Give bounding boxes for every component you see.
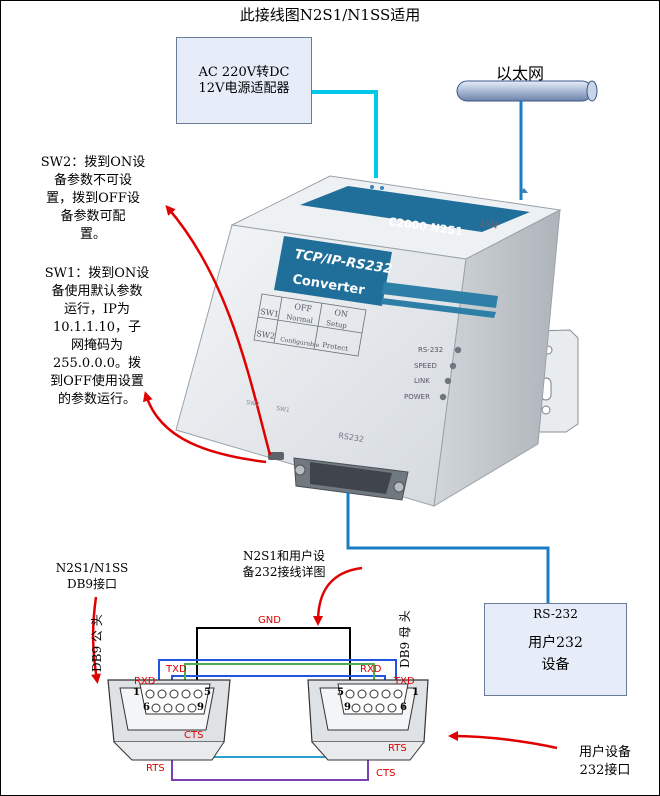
table-row1-on: Setup xyxy=(326,319,348,330)
led-label-speed: SPEED xyxy=(414,362,437,370)
rts-right-label: RTS xyxy=(388,743,407,754)
female-pin-6: 6 xyxy=(400,702,407,713)
db9-arrow xyxy=(91,596,101,684)
female-pin-5: 5 xyxy=(337,687,344,698)
device-net-label: NET xyxy=(479,216,499,228)
sw1-note-line5: 网掩码为 xyxy=(70,338,123,353)
adapter-line1: AC 220V转DC xyxy=(198,65,290,80)
sw1-note-line2: 备使用默认参数 xyxy=(51,284,143,299)
table-row1-name: SW1 xyxy=(260,307,280,319)
db9-male-connector xyxy=(107,679,231,761)
table-row2-on: Protect xyxy=(322,341,349,353)
txd-left-label: TXD xyxy=(166,664,187,675)
user-port-label-line2: 232接口 xyxy=(579,763,631,778)
switch-table xyxy=(253,293,367,357)
sw1-note-line6: 255.0.0.0。拨 xyxy=(52,356,142,371)
led-label-power: POWER xyxy=(404,393,430,401)
power-adapter-box: AC 220V转DC 12V电源适配器 xyxy=(176,37,312,124)
user-box-name-line1: 用户232 xyxy=(528,635,583,651)
ethernet-label: 以太网 xyxy=(496,64,545,83)
rxd-left-label: RXD xyxy=(134,676,156,687)
wiring-label-line2: 备232接线详图 xyxy=(242,565,326,579)
sw2-note: SW2：拨到ON设 备参数不可设 置，拨到OFF设 备参数可配 置。 xyxy=(20,154,166,244)
db9-female-connector xyxy=(307,679,429,761)
ethernet-pipe-icon xyxy=(456,80,598,102)
user-box-name-line2: 设备 xyxy=(541,657,570,673)
sw1-note-line1: SW1：拨到ON设 xyxy=(44,266,150,281)
user-box-name: 用户232 设备 xyxy=(485,632,626,676)
cts-left-label: CTS xyxy=(184,730,204,741)
user-port-label: 用户设备 232接口 xyxy=(560,744,650,780)
txd-right-label: TXD xyxy=(394,676,415,687)
db9-label-line2: DB9接口 xyxy=(66,577,118,591)
gnd-label: GND xyxy=(258,615,281,626)
sw2-arrow xyxy=(165,204,272,456)
male-pin-5: 5 xyxy=(204,687,211,698)
user-port-label-line1: 用户设备 xyxy=(578,745,631,760)
sw1-note-line4: 10.1.1.10，子 xyxy=(52,320,142,335)
male-pin-1: 1 xyxy=(133,687,140,698)
sw1-note: SW1：拨到ON设 备使用默认参数 运行，IP为 10.1.1.10，子 网掩码… xyxy=(24,265,170,409)
sw2-note-line1: SW2：拨到ON设 xyxy=(40,155,146,170)
female-pin-1: 1 xyxy=(412,687,419,698)
sw2-note-line5: 置。 xyxy=(79,227,106,242)
device-sw1-tiny: SW1 xyxy=(276,405,291,414)
diagram-title: 此接线图N2S1/N1SS适用 xyxy=(239,6,421,24)
user-port-arrow xyxy=(448,731,558,750)
sw1-arrow xyxy=(143,391,267,464)
table-row2-name: SW2 xyxy=(256,329,276,341)
cts-right-label: CTS xyxy=(376,768,396,779)
device-db9-port xyxy=(293,457,409,501)
female-pin-9: 9 xyxy=(344,702,351,713)
sw2-note-line2: 备参数不可设 xyxy=(53,173,132,188)
blue-wire-left xyxy=(158,659,397,690)
rxd-wire xyxy=(184,663,375,690)
device-sw2-tiny: SW2 xyxy=(246,399,261,408)
power-cable xyxy=(312,90,378,178)
rts-left-label: RTS xyxy=(146,763,165,774)
adapter-line2: 12V电源适配器 xyxy=(198,81,290,96)
db9-female-label: DB9 母 头 xyxy=(398,610,412,668)
sw2-note-line4: 备参数可配 xyxy=(60,209,126,224)
led-label-rs232: RS-232 xyxy=(418,346,443,354)
user-232-device-box: RS-232 用户232 设备 xyxy=(484,603,627,696)
wiring-detail-label: N2S1和用户设 备232接线详图 xyxy=(214,548,354,580)
wiring-label-line1: N2S1和用户设 xyxy=(243,549,325,563)
male-pin-9: 9 xyxy=(197,702,204,713)
sw2-note-line3: 置，拨到OFF设 xyxy=(46,191,140,206)
db9-male-label: DB9 公 头 xyxy=(90,614,104,672)
converter-device xyxy=(175,175,562,507)
sw1-note-line8: 的参数运行。 xyxy=(57,392,136,407)
device-port-label: RS232 xyxy=(338,431,365,444)
led-label-link: LINK xyxy=(414,377,430,385)
male-pin-6: 6 xyxy=(143,702,150,713)
sw1-note-line7: 到OFF使用设置 xyxy=(50,374,144,389)
db9-label-line1: N2S1/N1SS xyxy=(55,561,129,575)
table-header-on: ON xyxy=(334,308,349,319)
rxd-right-label: RXD xyxy=(360,664,382,675)
user-box-label: RS-232 xyxy=(533,607,578,621)
serial-cable xyxy=(346,492,550,604)
db9-interface-label: N2S1/N1SS DB9接口 xyxy=(42,560,142,592)
sw1-note-line3: 运行，IP为 xyxy=(64,302,130,317)
table-header-off: OFF xyxy=(294,302,313,314)
wiring-arrow xyxy=(313,566,363,626)
